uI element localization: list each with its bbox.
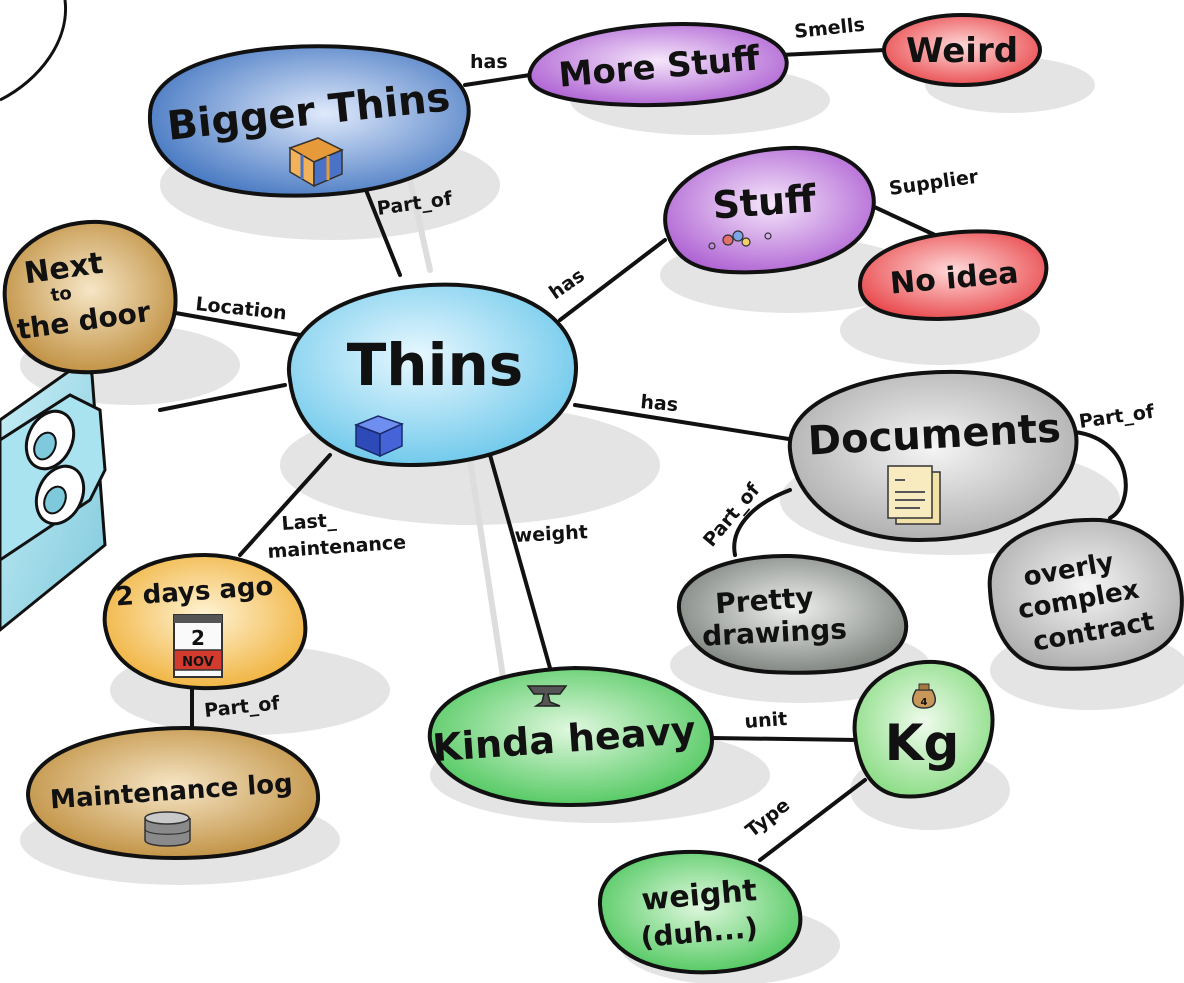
partial-circle-decoration [0, 0, 68, 102]
edge-documents-contract [1073, 430, 1128, 520]
edge-thins-stuff [558, 238, 667, 322]
node-pretty-label: Pretty [714, 581, 814, 621]
node-drawings-label: drawings [701, 612, 847, 653]
edge-label-unit: unit [744, 708, 788, 733]
weight-bag-icon: 4 [911, 683, 937, 709]
anvil-icon [526, 685, 568, 707]
node-stuff[interactable]: Stuff [663, 145, 876, 275]
robot-illustration [0, 357, 107, 632]
node-thins-label: Thins [347, 331, 524, 399]
edge-label-has-stuff: has [545, 264, 588, 304]
edge-label-weight: weight [514, 521, 588, 547]
node-overly-complex-contract[interactable]: overly complex contract [987, 517, 1184, 671]
edge-more-stuff-weird [778, 48, 887, 57]
edge-label-smells: Smells [793, 14, 866, 43]
edge-label-supplier: Supplier [888, 166, 981, 200]
node-maintenance-log[interactable]: Maintenance log [25, 725, 321, 861]
edge-kg-weight [758, 778, 867, 862]
edge-label-last: Last_ [281, 509, 338, 535]
cube-blue-icon [353, 415, 405, 458]
edge-documents-drawings [732, 488, 792, 557]
edge-heavy-kg [710, 736, 860, 742]
edge-thins-next [168, 310, 302, 337]
node-to-label: to [49, 283, 73, 307]
document-icon [887, 465, 941, 525]
node-kg-label: Kg [885, 714, 960, 772]
calendar-day-label: 2 [191, 626, 205, 650]
edge-stuff-no-idea [868, 203, 937, 237]
node-two-days-ago[interactable]: 2 days ago 2 NOV [102, 552, 308, 691]
edge-label-part-of-drawings: Part_of [699, 479, 765, 552]
weight-bag-number: 4 [921, 697, 928, 708]
calendar-icon: 2 NOV [173, 614, 223, 678]
edges [158, 48, 1128, 862]
node-bigger-thins[interactable]: Bigger Thins [147, 44, 471, 198]
edge-shadows [407, 177, 508, 693]
edge-thins-heavy [488, 453, 552, 670]
node-next-to-door[interactable]: Next to the door [2, 219, 178, 375]
node-thins[interactable]: Thins [286, 282, 579, 468]
edge-bigger-more-stuff [463, 73, 532, 87]
node-weird[interactable]: Weird [882, 13, 1042, 87]
edge-thins-documents [573, 403, 797, 442]
node-more-stuff[interactable]: More Stuff [527, 22, 789, 107]
edge-thins-robot [158, 383, 287, 412]
node-no-idea[interactable]: No idea [857, 229, 1049, 321]
database-icon [144, 811, 191, 847]
node-documents[interactable]: Documents [787, 369, 1079, 543]
edge-label-part-of-documents: Part_of [1078, 401, 1157, 433]
node-pretty-drawings[interactable]: Pretty drawings [676, 553, 909, 675]
node-kg[interactable]: Kg 4 [852, 659, 995, 799]
node-kinda-heavy[interactable]: Kinda heavy [427, 665, 715, 808]
node-stuff-label: Stuff [711, 176, 818, 227]
cube-multicolor-icon [288, 137, 344, 188]
calendar-month-label: NOV [182, 655, 214, 670]
node-weight-duh[interactable]: weight (duh...) [597, 849, 803, 975]
edge-label-has-more-stuff: has [470, 51, 508, 73]
node-weird-label: Weird [906, 31, 1018, 71]
edge-label-has-documents: has [640, 391, 679, 416]
edge-label-maintenance: maintenance [267, 531, 407, 563]
small-items-icon [708, 230, 772, 250]
edge-thins-2days [238, 453, 332, 557]
edge-label-type: Type [742, 794, 795, 842]
